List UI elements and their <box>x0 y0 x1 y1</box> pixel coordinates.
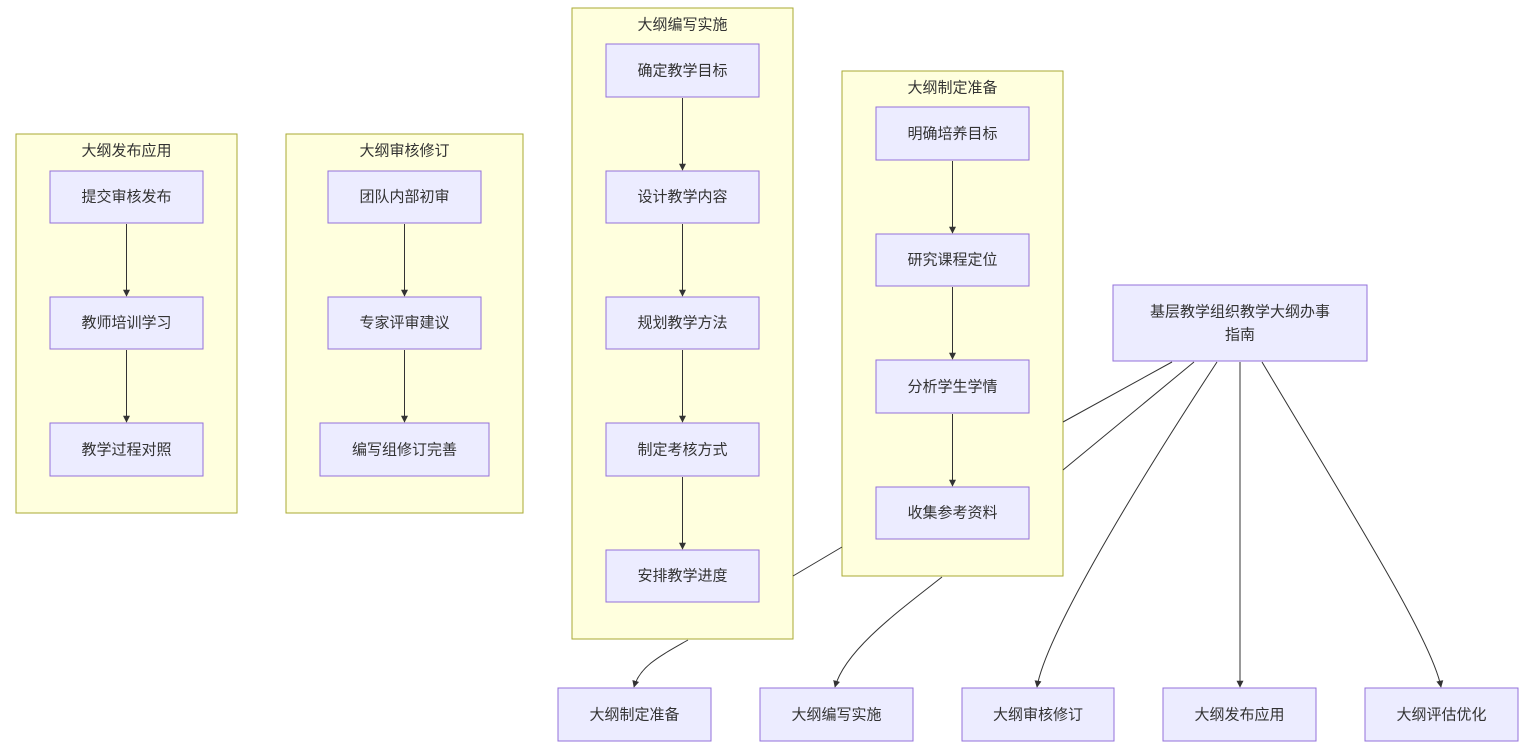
edge-center-to-prepare-b <box>1062 361 1195 471</box>
node-review-3-label: 编写组修订完善 <box>352 441 457 459</box>
bottom-node-evaluate: 大纲评估优化 <box>1364 687 1519 742</box>
node-prepare-1: 明确培养目标 <box>875 106 1030 161</box>
edge-center-to-prepare-a <box>1062 361 1173 423</box>
node-write-3: 规划教学方法 <box>605 296 760 350</box>
node-prepare-3-label: 分析学生学情 <box>907 378 997 396</box>
node-write-3-label: 规划教学方法 <box>637 314 727 332</box>
cluster-review-title: 大纲审核修订 <box>359 142 449 160</box>
center-node: 基层教学组织教学大纲办事 指南 <box>1112 284 1368 362</box>
node-write-5-label: 安排教学进度 <box>637 567 727 585</box>
node-prepare-4: 收集参考资料 <box>875 486 1030 540</box>
node-write-1-label: 确定教学目标 <box>637 62 727 80</box>
edge-prepare-to-write <box>792 546 843 577</box>
cluster-publish-title: 大纲发布应用 <box>81 142 171 160</box>
bottom-node-publish-label: 大纲发布应用 <box>1194 706 1284 724</box>
node-prepare-4-label: 收集参考资料 <box>907 504 997 522</box>
node-prepare-3: 分析学生学情 <box>875 359 1030 414</box>
node-write-5: 安排教学进度 <box>605 549 760 603</box>
node-publish-1: 提交审核发布 <box>49 170 204 224</box>
edge-to-bottom-5 <box>1261 361 1444 688</box>
node-review-3: 编写组修订完善 <box>319 422 490 477</box>
cluster-prepare-title: 大纲制定准备 <box>907 79 997 97</box>
bottom-node-write-label: 大纲编写实施 <box>791 706 881 724</box>
node-publish-2-label: 教师培训学习 <box>81 314 171 332</box>
bottom-node-prepare: 大纲制定准备 <box>557 687 712 742</box>
bottom-node-prepare-label: 大纲制定准备 <box>589 706 679 724</box>
node-publish-3-label: 教学过程对照 <box>81 441 171 459</box>
node-write-4: 制定考核方式 <box>605 422 760 477</box>
node-publish-2: 教师培训学习 <box>49 296 204 350</box>
node-prepare-2: 研究课程定位 <box>875 233 1030 287</box>
node-review-2: 专家评审建议 <box>327 296 482 350</box>
node-write-4-label: 制定考核方式 <box>637 441 727 459</box>
edge-to-bottom-2 <box>833 576 943 688</box>
node-prepare-1-label: 明确培养目标 <box>907 125 997 143</box>
node-publish-3: 教学过程对照 <box>49 422 204 477</box>
edges <box>123 98 1444 688</box>
bottom-node-review-label: 大纲审核修订 <box>993 706 1083 724</box>
node-review-2-label: 专家评审建议 <box>359 314 449 332</box>
bottom-node-evaluate-label: 大纲评估优化 <box>1396 706 1486 724</box>
edge-to-bottom-3 <box>1034 361 1218 688</box>
node-publish-1-label: 提交审核发布 <box>81 188 171 206</box>
cluster-write-title: 大纲编写实施 <box>637 16 727 34</box>
center-node-line2: 指南 <box>1225 326 1255 344</box>
center-node-line1: 基层教学组织教学大纲办事 <box>1150 303 1330 321</box>
node-review-1-label: 团队内部初审 <box>359 188 449 206</box>
bottom-node-publish: 大纲发布应用 <box>1162 687 1317 742</box>
bottom-node-review: 大纲审核修订 <box>961 687 1115 742</box>
node-review-1: 团队内部初审 <box>327 170 482 224</box>
node-write-2: 设计教学内容 <box>605 170 760 224</box>
bottom-node-write: 大纲编写实施 <box>759 687 914 742</box>
edge-to-bottom-1 <box>632 639 689 688</box>
node-prepare-2-label: 研究课程定位 <box>907 251 997 269</box>
node-write-1: 确定教学目标 <box>605 43 760 98</box>
node-write-2-label: 设计教学内容 <box>637 188 727 206</box>
